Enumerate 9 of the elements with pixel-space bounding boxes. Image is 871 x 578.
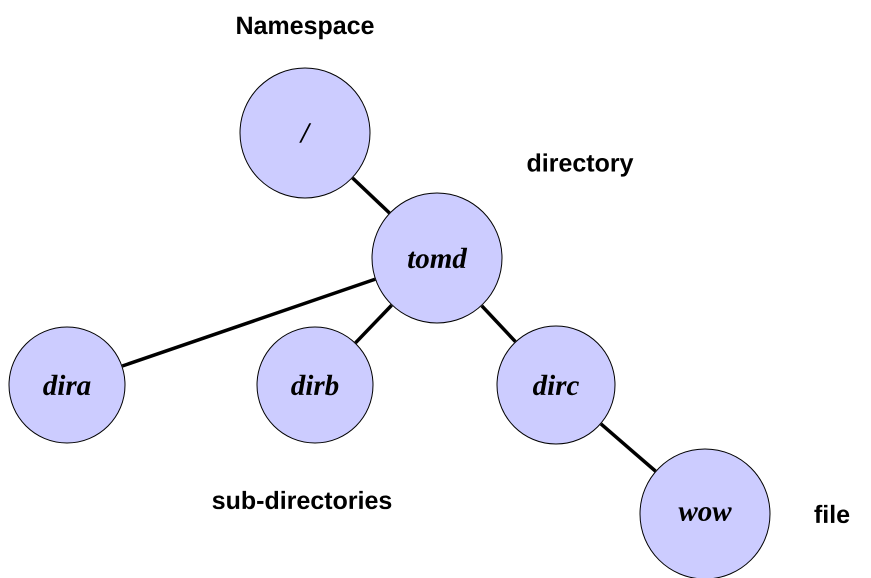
connector-line <box>480 304 517 343</box>
caption-text: directory <box>528 153 634 177</box>
caption-text: sub-directories <box>212 490 392 510</box>
caption-text: Namespace <box>237 16 374 40</box>
connector-line <box>600 422 657 472</box>
connector-line <box>122 278 376 368</box>
connector-line <box>354 304 393 344</box>
caption-text: file <box>814 504 850 524</box>
connector-line <box>351 176 391 214</box>
